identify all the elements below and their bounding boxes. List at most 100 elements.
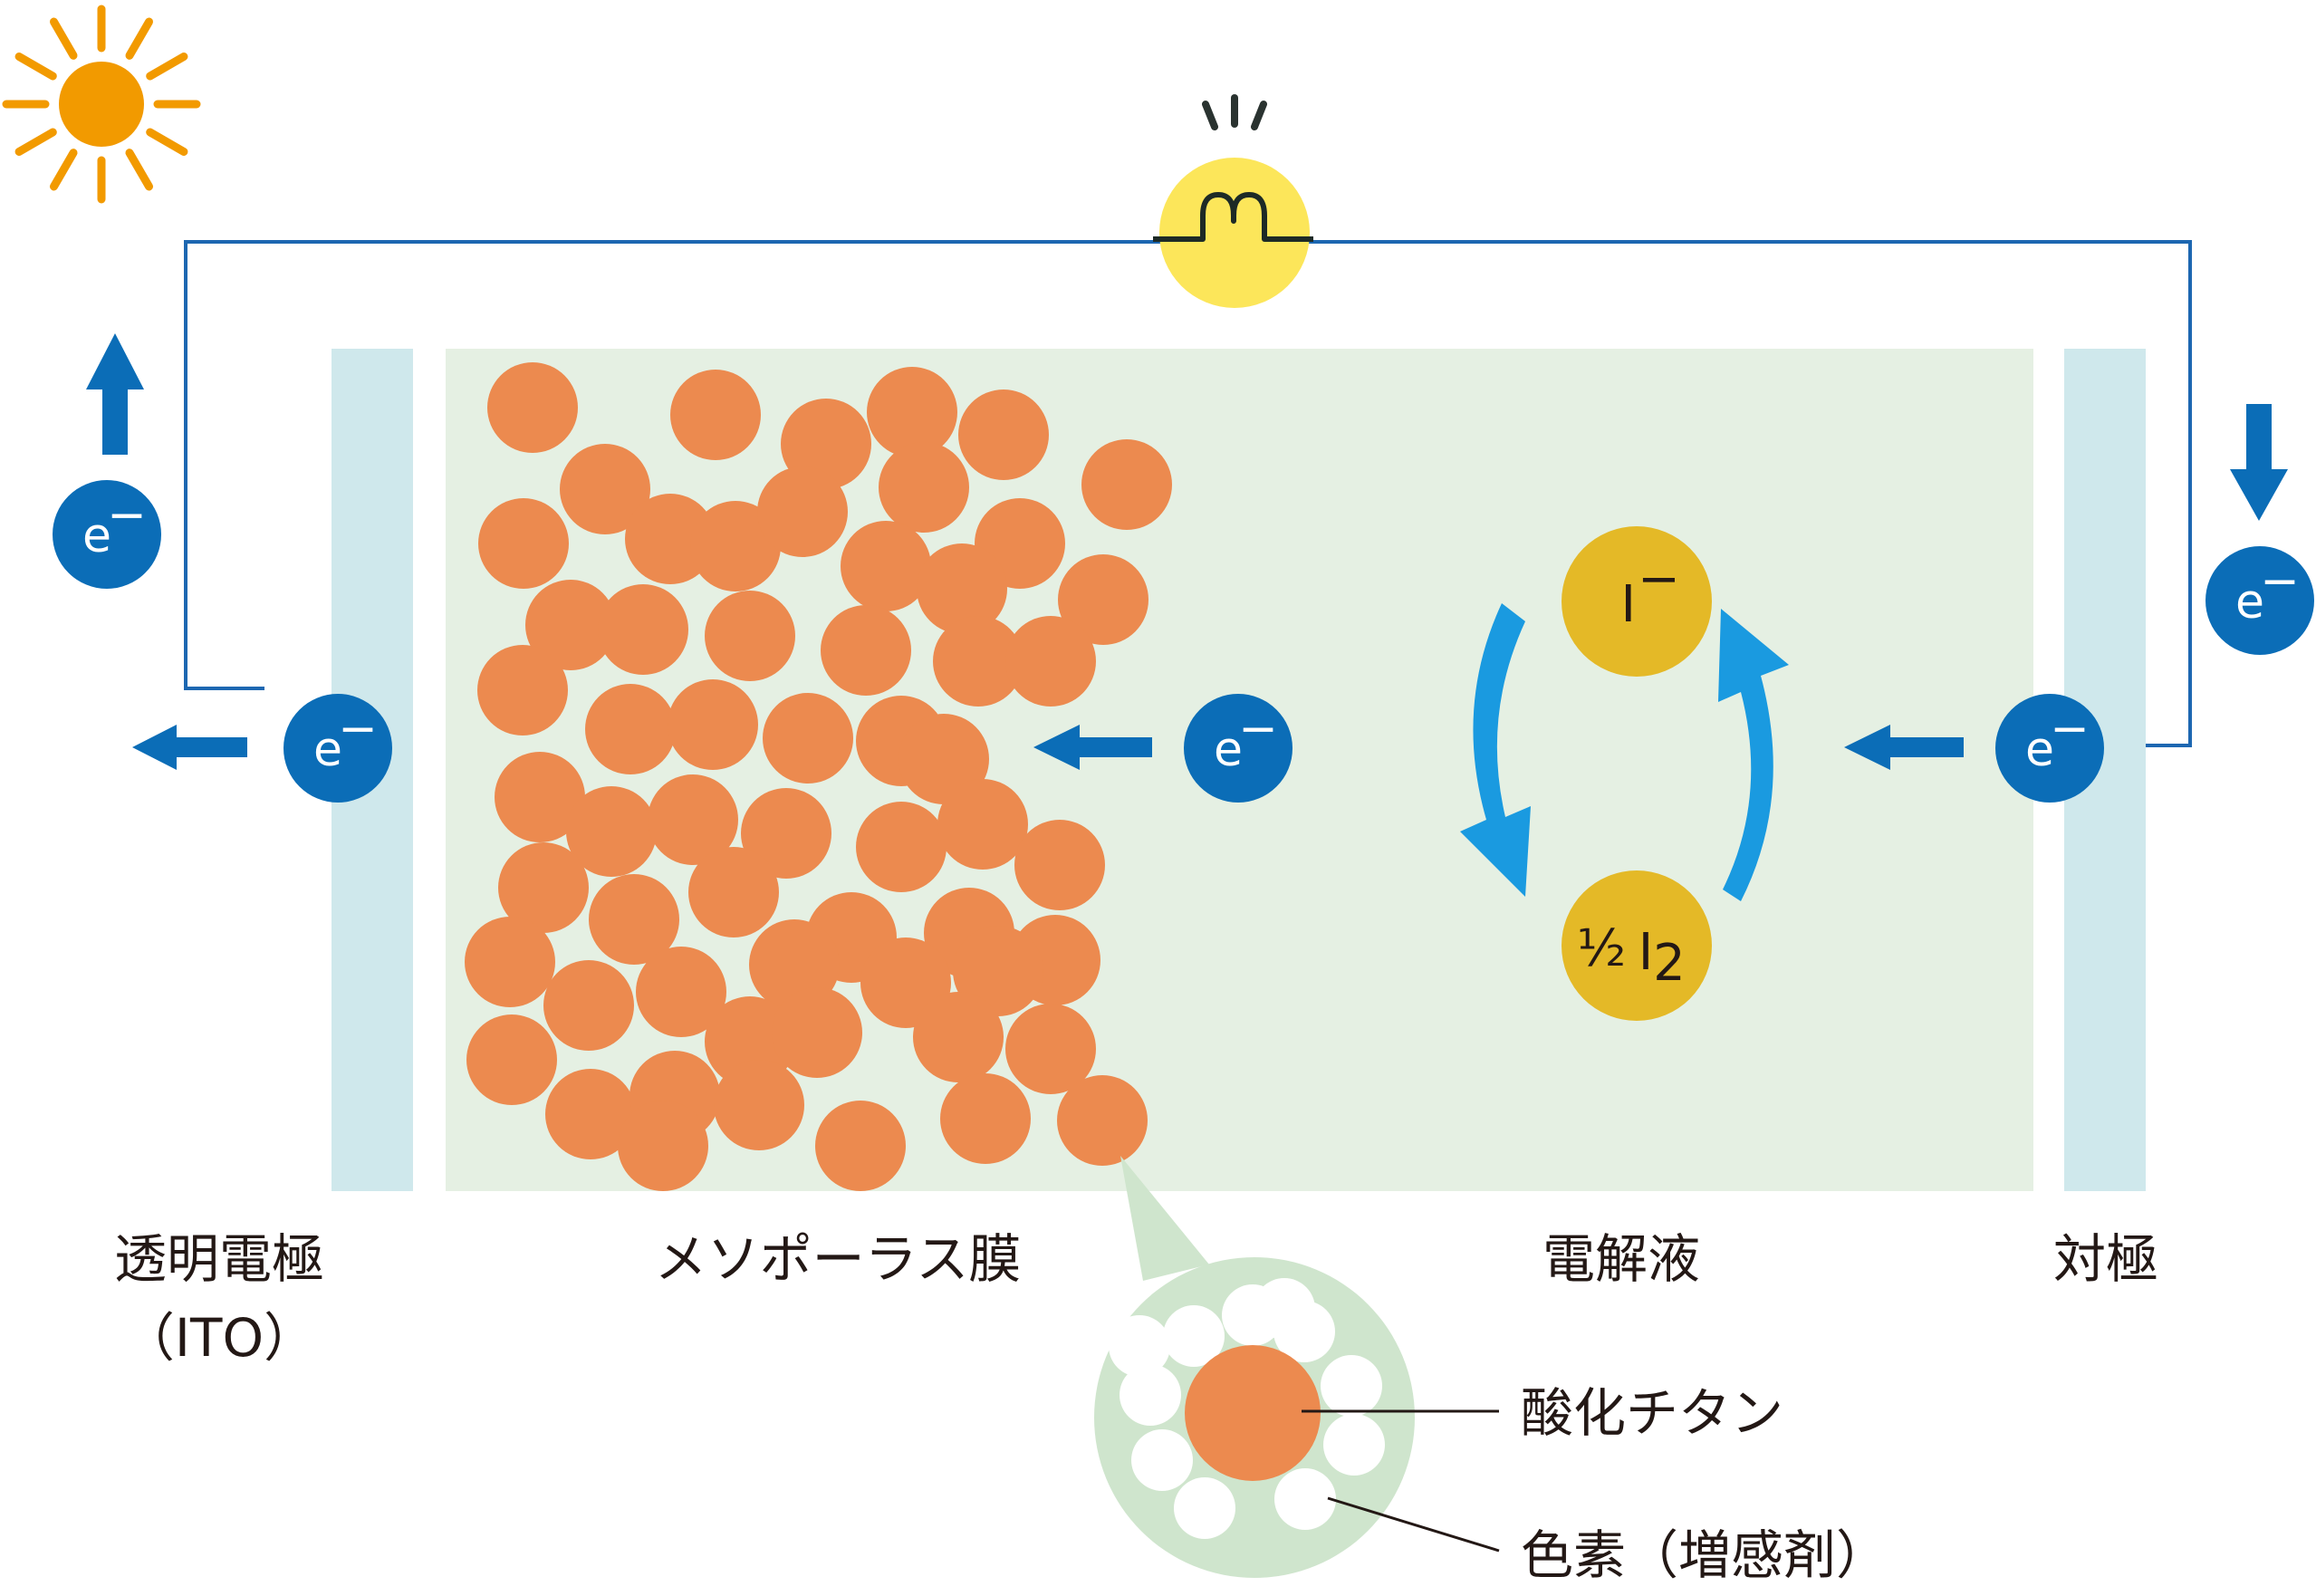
tio2-particle [670,370,761,460]
sun-ray [14,53,57,81]
dye-molecule [1174,1477,1235,1539]
tio2-particle [566,786,657,877]
label-transparent-electrode: 透明電極 [114,1228,324,1290]
sun-ray [14,128,57,156]
arrow-icon [1844,725,1964,770]
tio2-particle [466,1014,557,1105]
dye-molecule [1321,1355,1382,1417]
tio2-particle [937,779,1028,870]
arrow-icon [86,333,144,455]
tio2-particle [1081,439,1172,530]
arrow-icon [2230,404,2288,521]
svg-text:½: ½ [1577,919,1626,978]
tio2-particle [899,714,989,804]
svg-text:−: − [2050,702,2090,756]
dye-molecule [1120,1364,1181,1426]
dye-molecule [1163,1305,1225,1367]
tio2-particle [705,591,795,681]
light-bulb-icon [1153,94,1313,308]
tio2-particle [525,580,616,670]
tio2-particle [917,543,1007,634]
sun-ray [146,128,188,156]
tio2-particle [913,992,1004,1082]
tio2-particle [958,389,1049,480]
tio2-particle [690,501,781,591]
svg-text:e: e [82,509,111,563]
tio2-particle [879,442,969,533]
tio2-particle [478,498,569,589]
tio2-particle [465,917,555,1007]
dye-molecule [1254,1278,1315,1340]
sun-ray [125,17,153,60]
tio2-particle [598,584,688,675]
tio2-particle [487,362,578,453]
arrow-icon [1033,725,1152,770]
tio2-particle [560,444,650,534]
tio2-particle [1014,820,1105,910]
external-circuit-wire [184,240,2192,747]
svg-text:e: e [1214,723,1243,777]
svg-text:2: 2 [1653,934,1686,993]
redox-cycle-arrow [1460,603,1531,897]
label-dye: 色素（増感剤） [1521,1524,1888,1586]
svg-text:−: − [1238,702,1278,756]
tio2-particle-layer [465,362,1172,1191]
svg-text:e: e [313,723,342,777]
label-transparent-electrode-sub: （ITO） [122,1307,316,1369]
tio2-particle [757,466,848,557]
electron: e − [2205,546,2314,655]
tio2-particle [821,605,911,696]
tio2-particle [714,1060,804,1150]
tio2-particle [841,521,931,611]
svg-text:e: e [2235,575,2264,630]
tio2-particle-zoom [1185,1345,1321,1481]
sun-ray [50,149,78,191]
svg-text:−: − [107,488,147,543]
dye-molecule [1323,1414,1385,1476]
tio2-particle [763,693,853,784]
electron: e − [1184,694,1293,803]
tio2-particle [1005,616,1096,707]
tio2-particle [618,1101,708,1191]
svg-text:I: I [1620,575,1636,634]
dye-molecule [1109,1315,1170,1377]
dye-molecule [1131,1429,1193,1491]
tio2-particle [477,645,568,736]
tio2-particle [648,774,738,865]
tio2-particle [940,1073,1031,1164]
label-electrolyte: 電解液 [1542,1228,1700,1290]
tio2-particle [781,399,871,489]
iodine-molecule: ½ I 2 [1562,870,1712,1021]
tio2-particle [688,847,779,937]
tio2-particle [741,788,831,879]
tio2-particle [668,679,758,770]
arrow-icon [132,725,247,770]
iodide-ion: I − [1562,526,1712,677]
label-mesoporous-film: メソポーラス膜 [655,1228,1022,1290]
tio2-particle [1005,1004,1096,1094]
tio2-particle [856,802,947,892]
electron: e − [283,694,392,803]
tio2-particle [867,367,957,457]
sun-ray [146,53,188,81]
tio2-particle [1058,554,1148,645]
tio2-particle [636,947,726,1037]
svg-text:−: − [2260,554,2300,609]
electron: e − [1995,694,2104,803]
svg-text:−: − [338,702,378,756]
label-titanium-oxide: 酸化チタン [1521,1382,1783,1444]
tio2-particle [585,684,676,774]
tio2-particle [772,987,862,1078]
tio2-particle [815,1101,906,1191]
tio2-particle [933,616,1023,707]
tio2-particle [543,960,634,1051]
svg-text:I: I [1638,923,1654,982]
tio2-particle [495,752,585,842]
svg-text:−: − [1638,550,1680,609]
zoom-callout [1094,1156,1415,1578]
dye-molecule [1274,1468,1336,1530]
sun-ray [125,149,153,191]
svg-text:e: e [2025,723,2054,777]
sun-icon [2,5,201,204]
